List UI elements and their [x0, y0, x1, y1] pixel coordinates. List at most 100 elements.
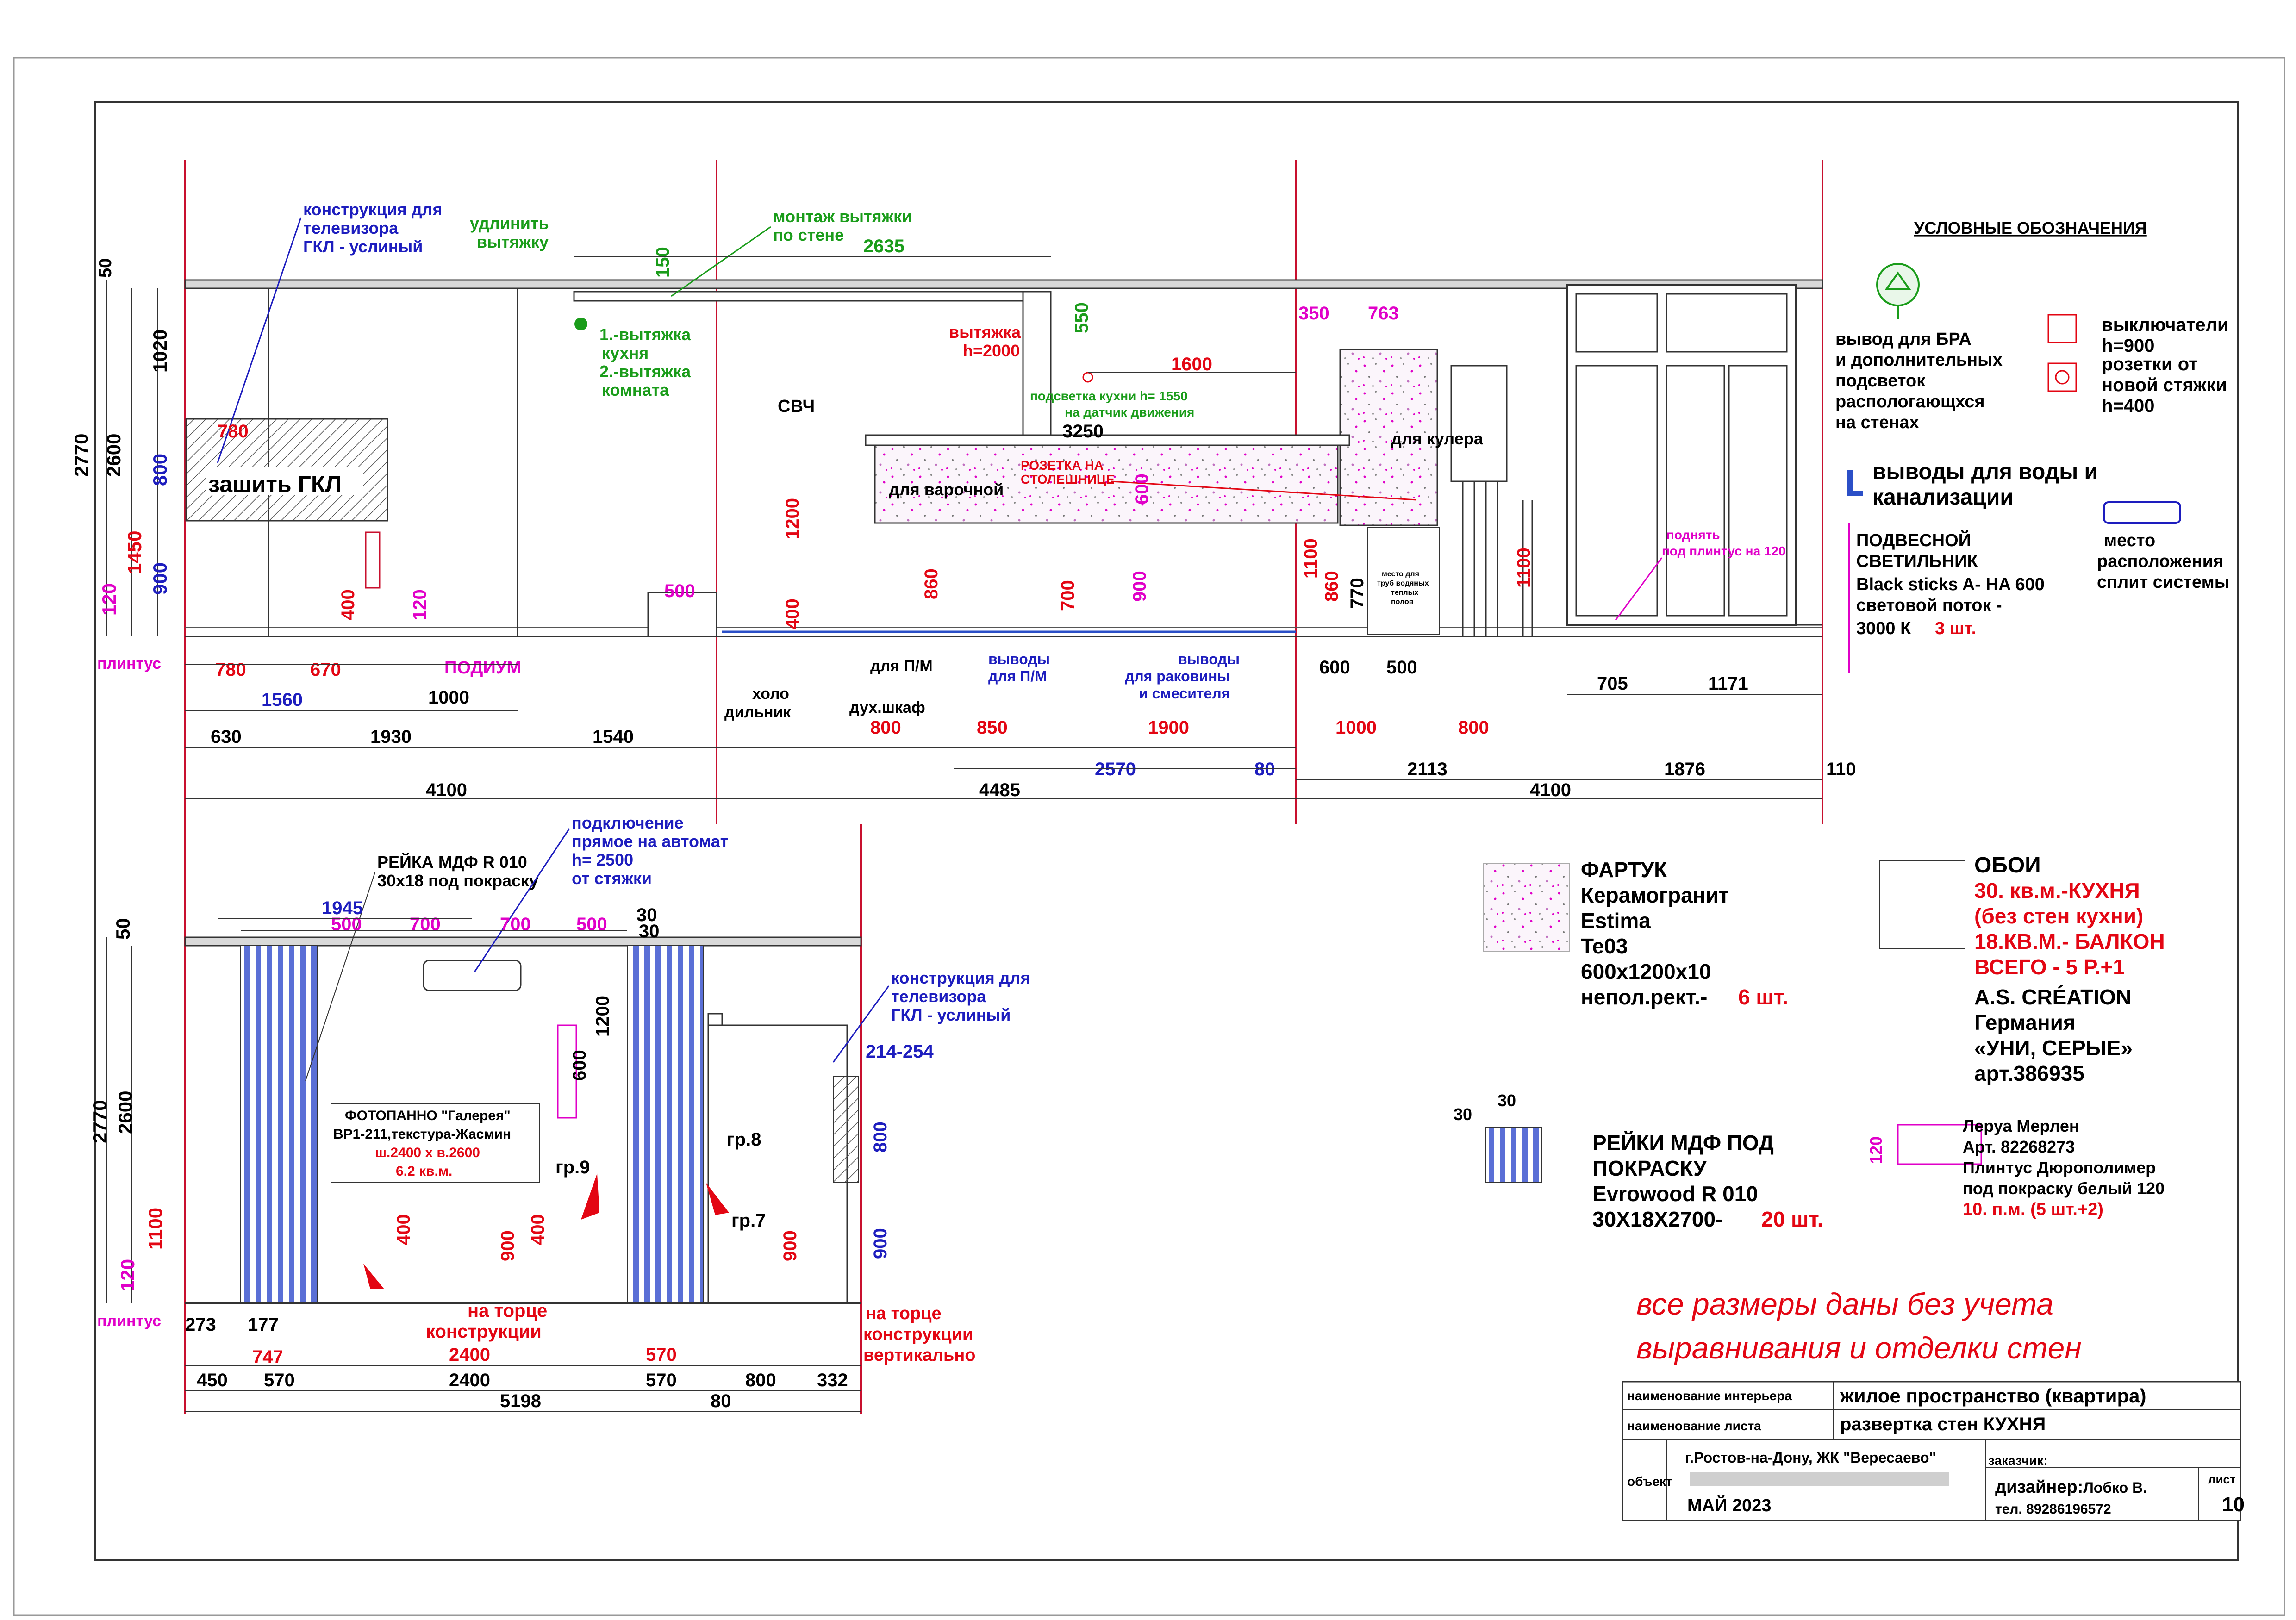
svg-text:1171: 1171 [1708, 673, 1748, 694]
svg-text:860: 860 [921, 568, 942, 599]
left-dims-top: 50 1020 2770 2600 800 1450 900 120 [70, 258, 171, 636]
svg-text:гр.7: гр.7 [731, 1210, 766, 1231]
svg-text:900: 900 [780, 1230, 800, 1261]
svg-text:гр.8: гр.8 [727, 1129, 761, 1150]
svg-text:5198: 5198 [500, 1391, 541, 1411]
svg-text:500: 500 [576, 914, 607, 935]
svg-text:780: 780 [215, 660, 246, 680]
svg-text:выравнивания и отделки стен: выравнивания и отделки стен [1636, 1331, 2082, 1365]
svg-text:400: 400 [338, 589, 358, 620]
svg-text:214-254: 214-254 [866, 1041, 934, 1062]
svg-text:плинтус: плинтус [97, 1312, 161, 1330]
svg-text:тел. 89286196572: тел. 89286196572 [1995, 1502, 2111, 1517]
water-outlet-icon [1847, 470, 1853, 495]
svg-text:705: 705 [1597, 673, 1628, 694]
svg-text:800: 800 [870, 1122, 891, 1153]
svg-text:570: 570 [264, 1370, 295, 1390]
dimension-lines-top [185, 256, 1822, 799]
hood-duct [573, 291, 1052, 302]
svg-text:наименование листа: наименование листа [1627, 1419, 1761, 1433]
svg-text:400: 400 [393, 1214, 414, 1245]
svg-text:2600: 2600 [114, 1091, 136, 1134]
apron-tiles [874, 443, 1339, 524]
svg-text:1100: 1100 [1514, 548, 1534, 588]
svg-text:800: 800 [149, 454, 171, 486]
svg-text:800: 800 [870, 717, 901, 738]
slats-swatch [1485, 1127, 1542, 1183]
top-elevation: зашить ГКЛ 50 1020 2770 2600 [70, 200, 1856, 800]
svg-text:для варочной: для варочной [889, 480, 1004, 499]
dimension-lines-bottom [185, 918, 861, 1412]
outer-frame [13, 57, 2285, 1616]
svg-text:120: 120 [117, 1259, 138, 1291]
bottom-dimensions: 1945 500 700 700 500 30 30 1200 600 214-… [185, 898, 934, 1411]
svg-text:30: 30 [636, 905, 657, 925]
slat-panel-left [240, 945, 318, 1303]
svg-text:900: 900 [1129, 571, 1150, 602]
svg-text:800: 800 [745, 1370, 776, 1390]
svg-text:850: 850 [977, 717, 1008, 738]
svg-text:30. кв.м.-КУХНЯ(без стен кухни: 30. кв.м.-КУХНЯ(без стен кухни)18.КВ.М.-… [1974, 879, 2165, 979]
svg-text:1540: 1540 [593, 727, 634, 747]
balcony-door [1566, 284, 1797, 626]
svg-text:780: 780 [218, 421, 249, 442]
svg-text:332: 332 [817, 1370, 848, 1390]
svg-text:6 шт.: 6 шт. [1738, 985, 1788, 1009]
svg-text:гр.9: гр.9 [555, 1157, 590, 1178]
svg-text:для П/М: для П/М [870, 657, 933, 675]
svg-text:1900: 1900 [1148, 717, 1189, 738]
svg-text:700: 700 [410, 914, 441, 935]
svg-text:630: 630 [211, 727, 242, 747]
svg-text:4100: 4100 [1530, 780, 1571, 800]
svg-text:450: 450 [197, 1370, 228, 1390]
svg-text:4100: 4100 [426, 780, 467, 800]
svg-text:177: 177 [248, 1315, 279, 1335]
svg-text:747: 747 [252, 1347, 283, 1367]
svg-text:700: 700 [500, 914, 531, 935]
apron-swatch [1483, 863, 1570, 952]
svg-text:ОБОИ: ОБОИ [1974, 853, 2041, 878]
svg-text:2635: 2635 [863, 236, 905, 256]
svg-text:50: 50 [96, 258, 115, 278]
svg-text:ФОТОПАННО "Галерея"ВР1-211,тек: ФОТОПАННО "Галерея"ВР1-211,текстура-Жасм… [333, 1108, 511, 1142]
podium-step [647, 592, 718, 637]
svg-text:50: 50 [112, 918, 134, 940]
svg-text:для кулера: для кулера [1391, 429, 1484, 448]
svg-text:110: 110 [1826, 759, 1856, 779]
svg-text:400: 400 [528, 1214, 548, 1245]
svg-text:заказчик:: заказчик: [1988, 1453, 2048, 1468]
svg-text:2400: 2400 [449, 1345, 490, 1365]
redacted-address [1690, 1472, 1949, 1486]
svg-text:120: 120 [98, 583, 120, 616]
socket-block [365, 531, 381, 589]
svg-text:СВЧ: СВЧ [778, 397, 815, 416]
left-dims-bottom: 50 2770 2600 1100 120 [89, 918, 166, 1303]
svg-text:1600: 1600 [1171, 354, 1212, 374]
svg-text:дух.шкаф: дух.шкаф [849, 699, 925, 717]
svg-text:273: 273 [185, 1315, 216, 1335]
svg-text:20 шт.: 20 шт. [1761, 1207, 1823, 1231]
title-block: наименование интерьера жилое пространств… [1622, 1381, 2245, 1521]
svg-text:2770: 2770 [70, 434, 92, 477]
slat-panel-right [627, 945, 704, 1303]
svg-text:1200: 1200 [782, 498, 803, 539]
